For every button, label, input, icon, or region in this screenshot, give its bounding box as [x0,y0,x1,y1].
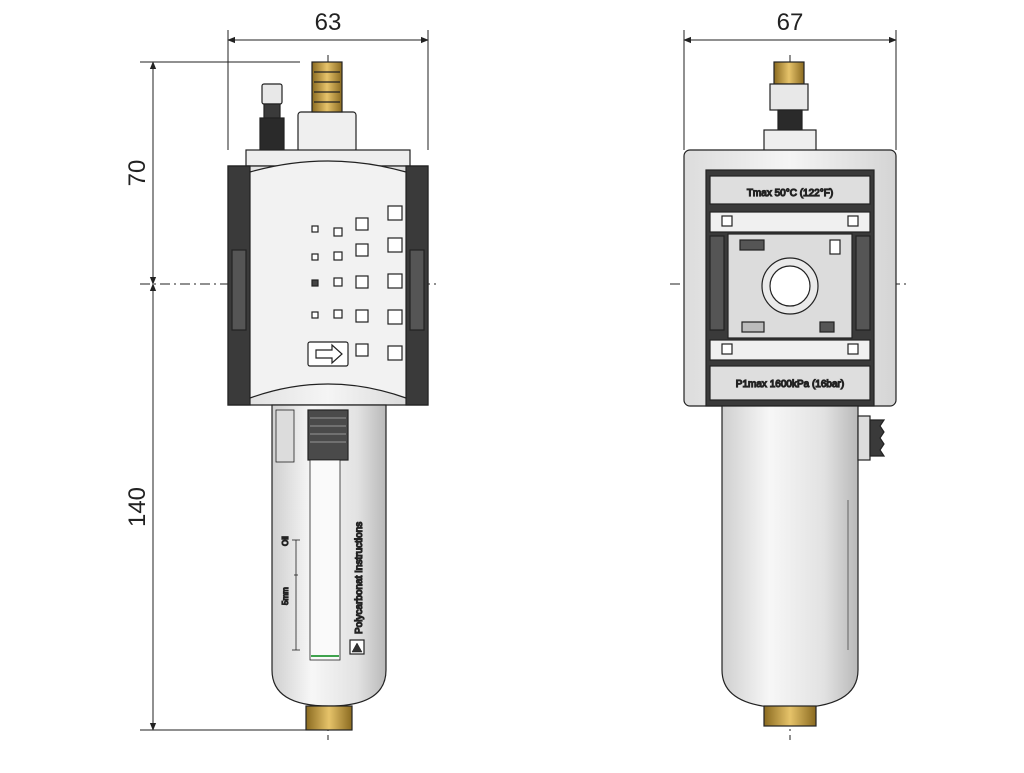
front-drain [305,705,353,731]
drip-indicators [311,205,403,361]
adjust-knob [259,83,285,151]
level-scale [292,539,300,651]
lower-height-label: 140 [124,487,151,527]
side-view: Tmax 50°C (122°F) P1max 1600kPa (16bar) [683,61,897,727]
fill-plug [297,61,357,153]
tmax-plate [709,175,871,205]
side-width-label: 67 [777,9,804,36]
side-bowl [721,405,859,709]
upper-height-label: 70 [124,160,151,187]
side-drain [763,705,817,727]
sight-tube [309,459,341,661]
pmax-label: P1max 1600kPa (16bar) [736,379,844,390]
front-width-label: 63 [315,9,342,36]
scale-min-label: 5mm [281,587,290,605]
bowl-note: Polycarbonat Instructions [354,522,365,634]
scale-max-label: Oil [281,536,290,546]
front-view: Oil 5mm Polycarbonat Instructions [227,61,429,731]
flow-arrow-icon [307,341,349,367]
pmax-plate [709,365,871,401]
side-top-fitting [763,61,817,153]
bowl-lock [857,415,871,461]
tmax-label: Tmax 50°C (122°F) [747,188,833,199]
